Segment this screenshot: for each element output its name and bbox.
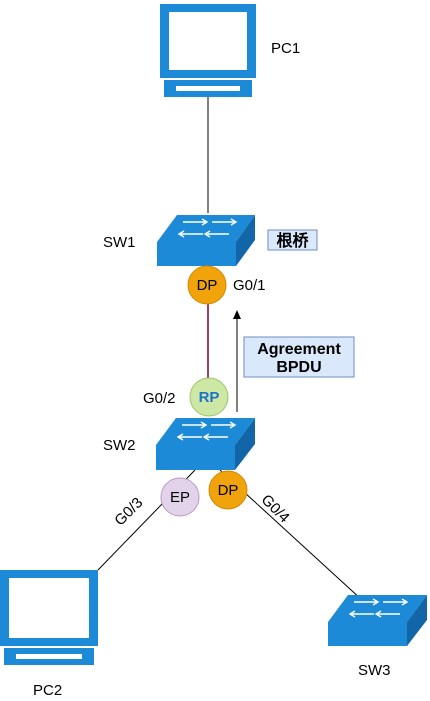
root-bridge-tag: 根桥 bbox=[267, 229, 318, 251]
pc2-label: PC2 bbox=[33, 682, 62, 699]
bpdu-line2: BPDU bbox=[276, 359, 321, 376]
sw2-rp-role: RP bbox=[199, 389, 220, 406]
sw1-switch-icon[interactable] bbox=[157, 215, 255, 266]
sw1-label: SW1 bbox=[103, 234, 136, 251]
pc2-icon[interactable] bbox=[0, 570, 98, 665]
sw1-dp-port-badge: DP bbox=[187, 265, 227, 305]
sw2-switch-icon[interactable] bbox=[156, 418, 255, 470]
sw2-g02-label: G0/2 bbox=[143, 390, 176, 407]
sw2-dp-port-badge: DP bbox=[208, 470, 248, 510]
sw1-g01-label: G0/1 bbox=[233, 277, 266, 294]
pc1-label: PC1 bbox=[271, 40, 300, 57]
bpdu-direction-arrow bbox=[233, 310, 241, 412]
sw2-label: SW2 bbox=[103, 437, 136, 454]
agreement-bpdu-box: Agreement BPDU bbox=[243, 336, 355, 378]
sw2-ep-port-badge: EP bbox=[160, 477, 200, 517]
sw1-dp-role: DP bbox=[197, 277, 218, 294]
sw2-rp-port-badge: RP bbox=[189, 377, 229, 417]
sw2-ep-role: EP bbox=[170, 489, 190, 506]
bpdu-line1: Agreement bbox=[257, 341, 341, 358]
root-bridge-text: 根桥 bbox=[276, 231, 309, 250]
sw3-switch-icon[interactable] bbox=[328, 595, 427, 646]
pc1-icon[interactable] bbox=[160, 4, 256, 97]
sw2-dp-role: DP bbox=[218, 482, 239, 499]
sw3-label: SW3 bbox=[358, 662, 391, 679]
sw2-g03-label: G0/3 bbox=[111, 494, 146, 529]
